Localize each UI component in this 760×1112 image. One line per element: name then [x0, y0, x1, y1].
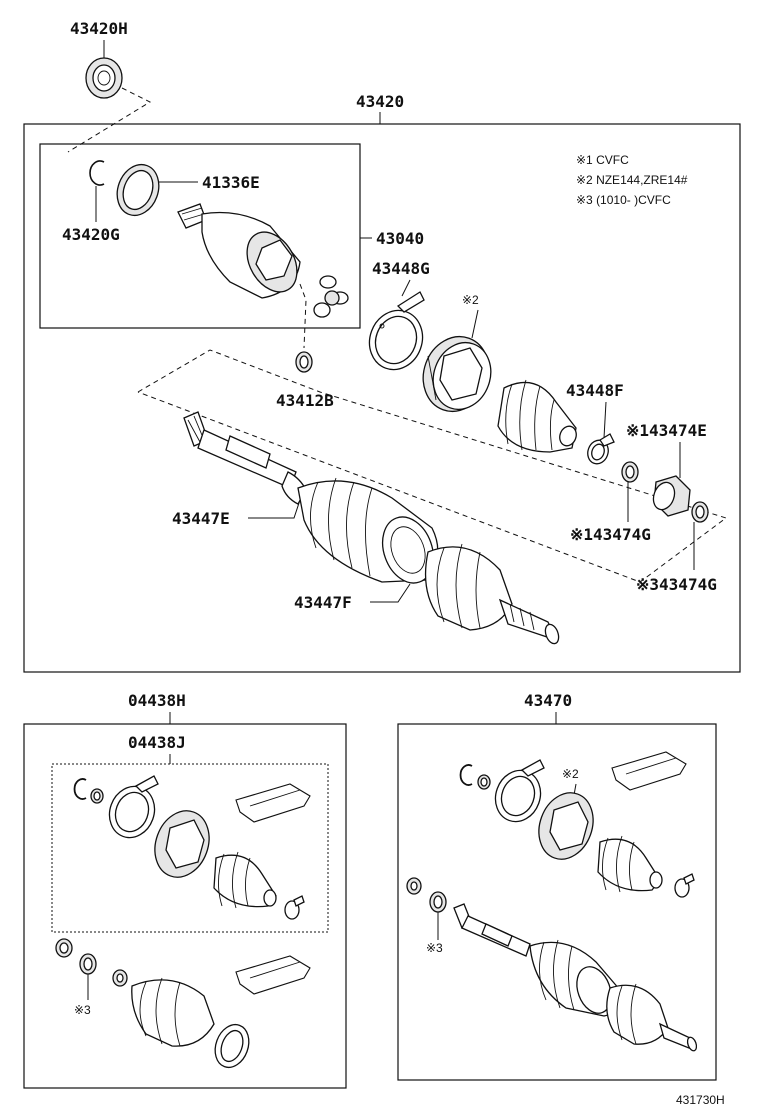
kit-outer-parts[interactable]	[55, 938, 311, 1072]
figure-code: 431730H	[676, 1093, 725, 1107]
label-43474E: ※143474E	[626, 421, 707, 440]
note-3: ※3 (1010- )CVFC	[576, 193, 671, 207]
label-43420G: 43420G	[62, 225, 120, 244]
dashed-link-43420H	[67, 87, 152, 153]
mark2-main: ※2	[462, 293, 479, 307]
seal-41336E[interactable]	[110, 159, 165, 222]
label-43447F: 43447F	[294, 593, 352, 612]
shaft-assembly-frame	[397, 723, 717, 1081]
label-43420: 43420	[356, 92, 404, 111]
label-43448G: 43448G	[372, 259, 430, 278]
seal-43420H[interactable]	[85, 57, 123, 99]
leader-43448F	[603, 401, 607, 439]
damper-43474E[interactable]	[650, 475, 691, 517]
ring-43412B[interactable]	[295, 351, 313, 373]
label-43040: 43040	[376, 229, 424, 248]
note-1: ※1 CVFC	[576, 153, 629, 167]
label-43474G-1: ※143474G	[570, 525, 651, 544]
outer-boot[interactable]	[497, 379, 579, 453]
label-43447E: 43447E	[172, 509, 230, 528]
mark3-kit: ※3	[74, 1003, 91, 1017]
leader-43447E	[248, 499, 301, 519]
label-43412B: 43412B	[276, 391, 334, 410]
shaft-assembly-parts[interactable]	[406, 751, 698, 1052]
tripod-joint[interactable]	[313, 275, 349, 318]
mark2-shaft: ※2	[562, 767, 579, 781]
label-43448F: 43448F	[566, 381, 624, 400]
inner-joint-housing[interactable]	[177, 203, 307, 301]
label-43420H: 43420H	[70, 19, 128, 38]
ring-43474G-1[interactable]	[621, 461, 639, 483]
label-43470: 43470	[524, 691, 572, 710]
clamp-43448G[interactable]	[361, 291, 430, 377]
dashed-assembly-outline	[137, 349, 728, 583]
label-04438H: 04438H	[128, 691, 186, 710]
note-2: ※2 NZE144,ZRE14#	[576, 173, 688, 187]
snap-ring-43420G[interactable]	[89, 160, 105, 186]
boot-kit-outer-frame	[23, 723, 347, 1089]
leader-mark2-main	[471, 309, 479, 339]
label-04438J: 04438J	[128, 733, 186, 752]
inner-boot-43448[interactable]	[413, 327, 500, 420]
kit-inner-parts[interactable]	[73, 775, 311, 920]
mark3-shaft: ※3	[426, 941, 443, 955]
boot-kit-inner-frame	[51, 763, 329, 933]
label-41336E: 41336E	[202, 173, 260, 192]
leader-43448G	[401, 279, 411, 297]
ring-43474G-3[interactable]	[691, 501, 709, 523]
drive-shaft[interactable]	[183, 411, 561, 645]
label-43474G-3: ※343474G	[636, 575, 717, 594]
main-assembly-frame	[23, 123, 741, 673]
clamp-43448F[interactable]	[584, 433, 615, 467]
dashed-link-tripod	[299, 283, 307, 349]
leader-43447F	[370, 583, 411, 603]
inner-joint-frame	[39, 143, 361, 329]
